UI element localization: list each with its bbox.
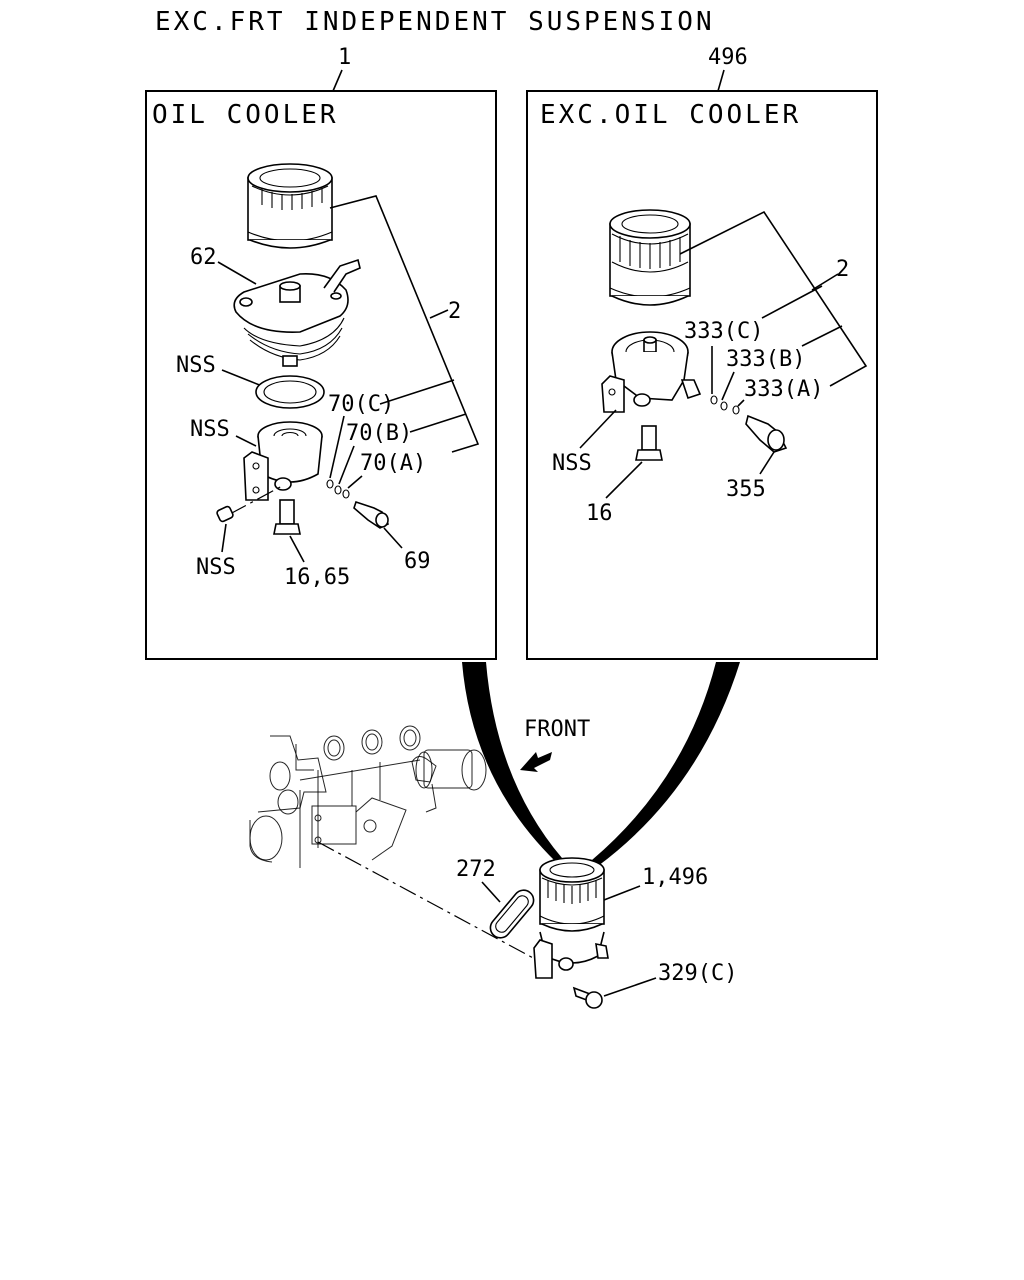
right-panel-title: EXC.OIL COOLER xyxy=(540,100,801,130)
left-label-2: 2 xyxy=(448,299,461,324)
left-label-70b: 70(B) xyxy=(346,421,412,446)
left-label-nss-housing: NSS xyxy=(190,417,230,442)
left-bolt xyxy=(273,499,301,535)
left-fitting xyxy=(353,500,390,529)
left-panel: OIL COOLER 2 62 xyxy=(145,90,497,660)
left-panel-ref-leader xyxy=(332,69,343,92)
front-label: FRONT xyxy=(524,717,590,742)
assembly-gasket xyxy=(489,889,535,939)
assembly-bolt xyxy=(572,986,603,1009)
mounting-centerline xyxy=(317,841,549,967)
left-label-62: 62 xyxy=(190,245,217,270)
right-label-333a: 333(A) xyxy=(744,377,823,402)
left-panel-frame xyxy=(145,90,497,660)
left-filter-housing xyxy=(243,421,323,501)
left-plug xyxy=(216,505,234,523)
left-oil-filter xyxy=(247,163,333,249)
assembly-oil-filter xyxy=(533,857,609,979)
assembly-label-272: 272 xyxy=(456,857,496,882)
left-group-leader xyxy=(429,309,449,319)
front-arrow-icon xyxy=(520,752,552,772)
right-bolt xyxy=(635,425,663,461)
right-label-333c: 333(C) xyxy=(684,319,763,344)
diagram-title: EXC.FRT INDEPENDENT SUSPENSION xyxy=(155,7,715,37)
right-oil-filter xyxy=(609,209,691,306)
right-label-2: 2 xyxy=(836,257,849,282)
right-filter-housing xyxy=(601,331,702,413)
right-panel-ref-leader xyxy=(717,69,725,92)
left-label-70c: 70(C) xyxy=(328,392,394,417)
left-group-bracket xyxy=(329,195,480,453)
assembly-label-329c: 329(C) xyxy=(658,961,737,986)
right-label-355: 355 xyxy=(726,477,766,502)
left-label-69: 69 xyxy=(404,549,431,574)
left-label-nss-plug: NSS xyxy=(196,555,236,580)
right-label-nss: NSS xyxy=(552,451,592,476)
engine-assembly-view: FRONT xyxy=(249,717,737,1009)
left-cooler-cover xyxy=(233,258,361,367)
right-panel: EXC.OIL COOLER 2 xyxy=(526,90,878,660)
left-label-16-65: 16,65 xyxy=(284,565,350,590)
left-orings xyxy=(326,479,350,499)
left-label-70a: 70(A) xyxy=(360,451,426,476)
left-gasket-ring xyxy=(255,375,325,409)
left-label-nss-gasket: NSS xyxy=(176,353,216,378)
right-panel-ref: 496 xyxy=(708,45,748,70)
left-connector-band xyxy=(462,662,562,862)
right-label-333b: 333(B) xyxy=(726,347,805,372)
right-connector-band xyxy=(592,662,740,866)
left-panel-title: OIL COOLER xyxy=(152,100,339,130)
assembly-label-1-496: 1,496 xyxy=(642,865,708,890)
right-oil-switch xyxy=(745,414,788,453)
left-panel-ref: 1 xyxy=(338,45,351,70)
engine-block xyxy=(249,725,487,868)
right-panel-frame xyxy=(526,90,878,660)
right-label-16: 16 xyxy=(586,501,613,526)
right-orings xyxy=(710,395,740,415)
